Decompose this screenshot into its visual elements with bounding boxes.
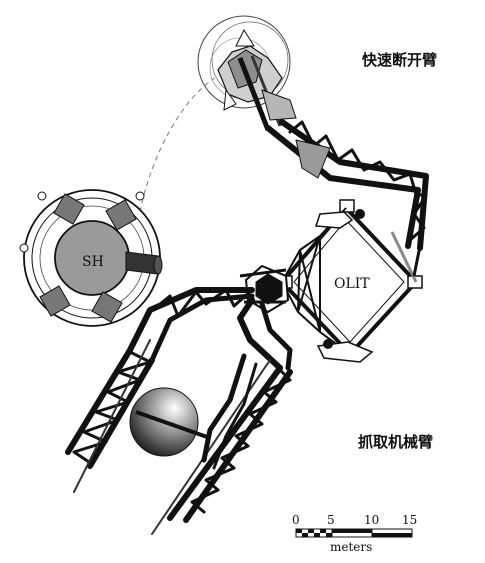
grab-arm-label: 抓取机械臂	[358, 433, 433, 451]
sh-label: SH	[82, 254, 104, 270]
arm-joint	[239, 264, 290, 314]
grabbed-sphere	[129, 387, 211, 457]
scale-bar: 0 5 10 15 meters	[292, 513, 417, 554]
quick-arm-hub	[197, 15, 297, 131]
quick-arm-label: 快速断开臂	[362, 51, 437, 69]
scale-tick-15: 15	[402, 513, 417, 527]
olit-module	[279, 199, 423, 363]
scale-tick-5: 5	[327, 513, 335, 527]
scale-tick-0: 0	[292, 513, 300, 527]
scale-tick-10: 10	[364, 513, 379, 527]
scale-unit: meters	[330, 540, 372, 554]
sh-module	[19, 189, 163, 327]
quick-arm-truss	[265, 119, 429, 251]
olit-label: OLIT	[334, 276, 370, 292]
grab-arm-truss	[65, 287, 293, 535]
dashed-orbit-line	[139, 77, 216, 213]
